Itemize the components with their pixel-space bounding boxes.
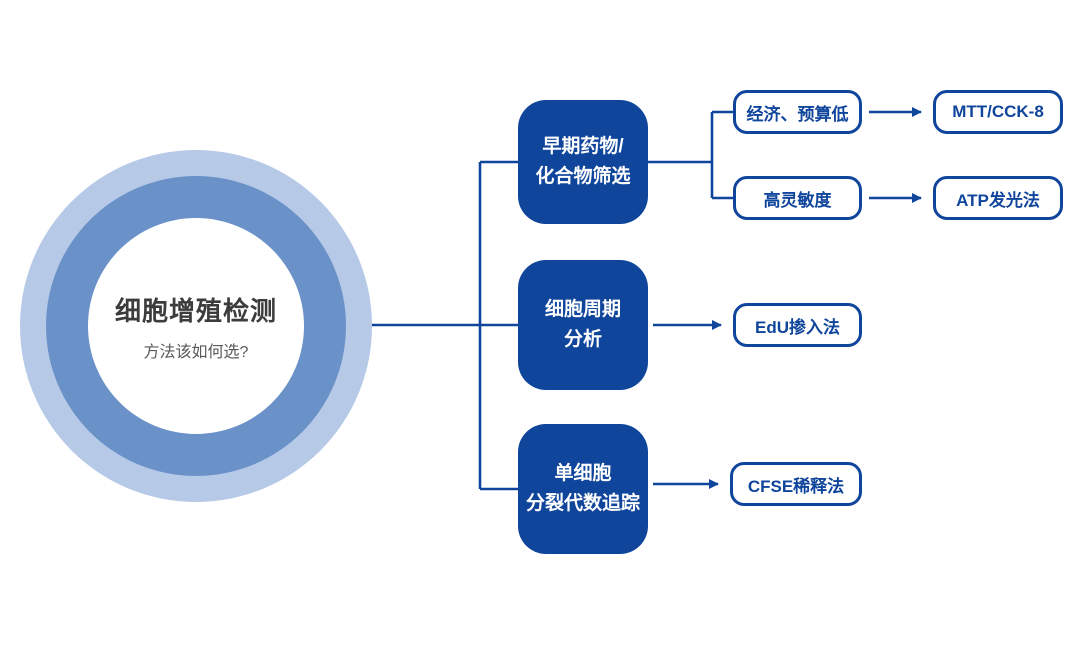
- method-label: CFSE稀释法: [747, 476, 845, 496]
- root-node: 细胞增殖检测 方法该如何选?: [20, 150, 372, 502]
- method-label: MTT/CCK-8: [952, 102, 1044, 121]
- branch-node-cell-cycle-analysis: 细胞周期 分析: [518, 260, 648, 390]
- condition-node-high-sensitivity: 高灵敏度: [733, 176, 862, 220]
- condition-label: 经济、预算低: [746, 104, 849, 124]
- condition-node-economical-low-budget: 经济、预算低: [733, 90, 862, 134]
- root-circle-center: 细胞增殖检测 方法该如何选?: [88, 218, 304, 434]
- method-node-cfse-dilution: CFSE稀释法: [730, 462, 862, 506]
- root-subtitle: 方法该如何选?: [143, 343, 249, 361]
- branch-node-single-cell-division-tracking: 单细胞 分裂代数追踪: [518, 424, 648, 554]
- branch-label-line1: 早期药物/: [542, 136, 624, 157]
- method-node-mtt-cck8: MTT/CCK-8: [933, 90, 1063, 134]
- root-title: 细胞增殖检测: [114, 295, 277, 326]
- method-node-atp-luminescence: ATP发光法: [933, 176, 1063, 220]
- branch-node-early-drug-screening: 早期药物/ 化合物筛选: [518, 100, 648, 224]
- condition-label: 高灵敏度: [763, 190, 832, 210]
- branch-label-line1: 细胞周期: [544, 299, 621, 320]
- root-ring-middle: 细胞增殖检测 方法该如何选?: [46, 176, 346, 476]
- branch-label-line1: 单细胞: [554, 463, 612, 484]
- branch-label-line2: 分析: [563, 329, 602, 350]
- method-label: EdU掺入法: [755, 317, 840, 337]
- method-label: ATP发光法: [956, 190, 1040, 210]
- branch-label-line2: 分裂代数追踪: [525, 493, 640, 514]
- branch-label-line2: 化合物筛选: [535, 166, 631, 187]
- method-node-edu-incorporation: EdU掺入法: [733, 303, 862, 347]
